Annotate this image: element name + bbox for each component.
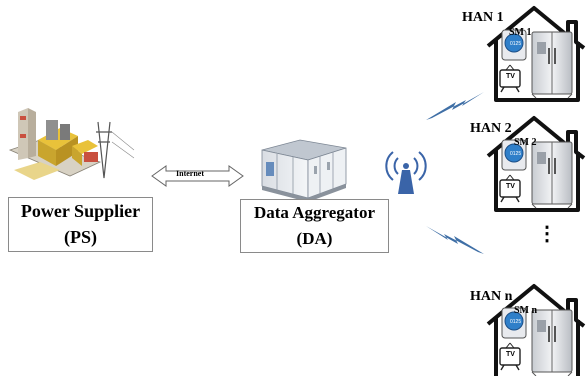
meter-reading: 0125	[510, 41, 522, 47]
smart-meter-label: SM 2	[514, 137, 537, 148]
han-label: HAN 2	[470, 121, 512, 136]
han-label: HAN 1	[462, 10, 504, 25]
meter-reading: 0125	[510, 319, 522, 325]
smart-meter-label: SM 1	[509, 27, 532, 38]
tv-label: TV	[506, 183, 515, 190]
internet-label: Internet	[176, 169, 204, 178]
lightning-bolt-icon	[426, 226, 484, 254]
tv-label: TV	[506, 351, 515, 358]
server-cabinet-icon	[261, 139, 347, 202]
lightning-bolt-icon	[426, 92, 484, 120]
smart-meter-label: SM n	[514, 305, 538, 316]
power-supplier-box: Power Supplier (PS)	[8, 197, 153, 252]
antenna-icon	[385, 151, 427, 194]
factory-icon	[8, 108, 135, 180]
data-aggregator-name: Data Aggregator	[253, 203, 376, 222]
han-label: HAN n	[470, 289, 513, 304]
meter-reading: 0125	[510, 151, 522, 157]
data-aggregator-box: Data Aggregator (DA)	[240, 199, 389, 253]
more-homes-ellipsis: ⋮	[537, 223, 557, 245]
tv-label: TV	[506, 73, 515, 80]
power-supplier-name: Power Supplier	[20, 201, 141, 221]
power-supplier-abbr: (PS)	[64, 227, 97, 247]
internet-link-arrow	[151, 165, 244, 187]
data-aggregator-abbr: (DA)	[296, 229, 333, 248]
